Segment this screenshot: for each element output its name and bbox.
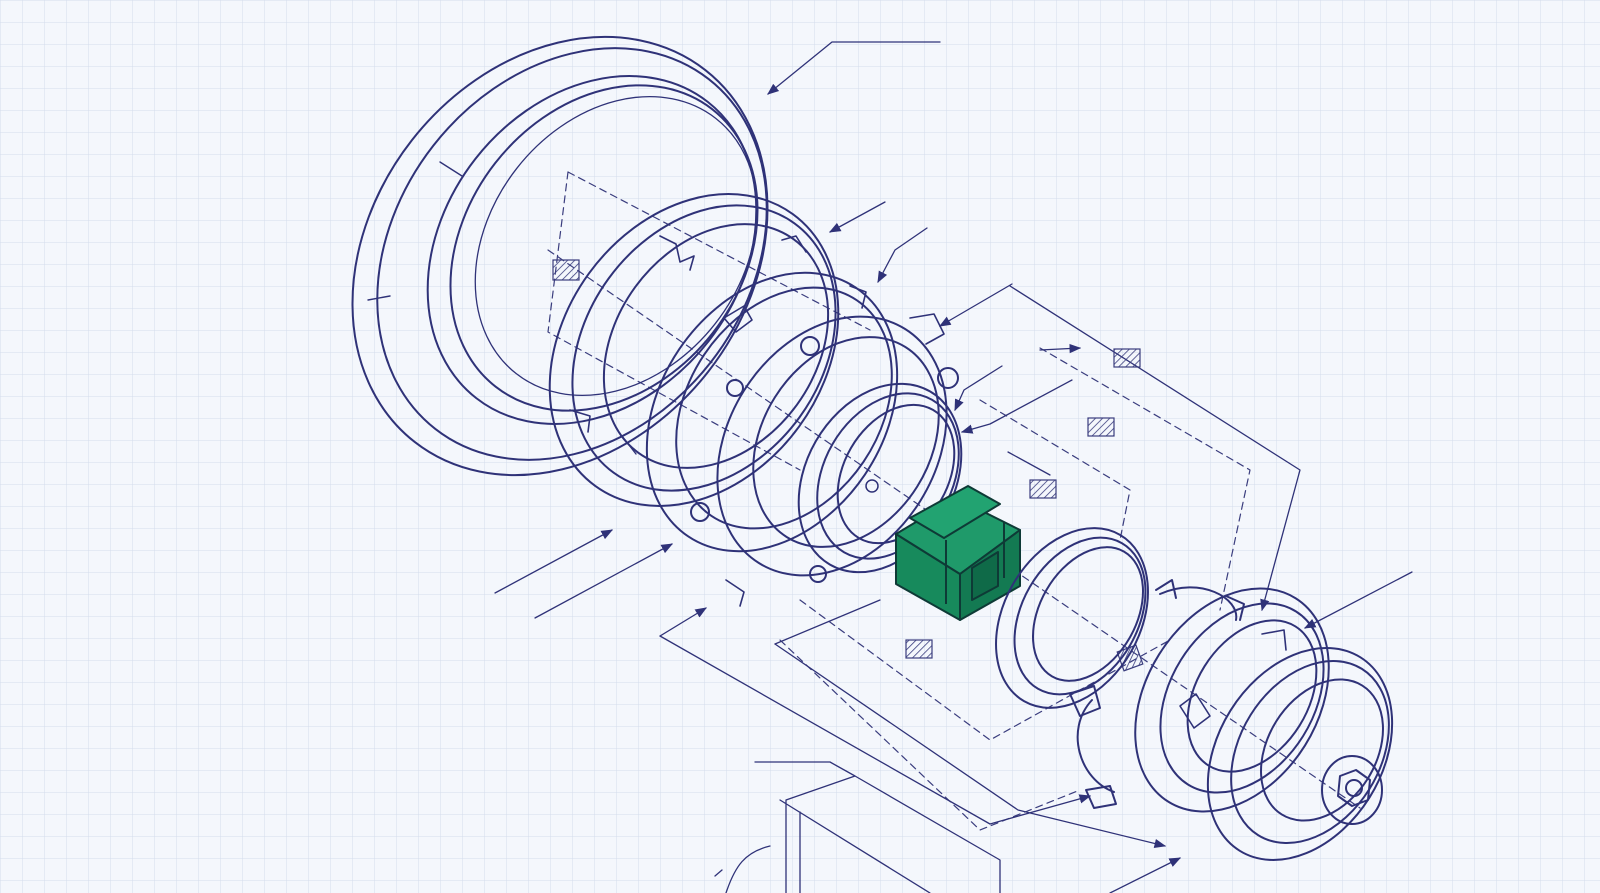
c-clip-end [1085, 785, 1117, 809]
clamp-ring-inner [675, 286, 893, 530]
leader-line [938, 283, 1013, 327]
retaining-ring-mid [571, 204, 837, 492]
bearing-pin [865, 479, 879, 493]
hatched-section-marker [552, 259, 580, 281]
leader-line [774, 599, 881, 645]
leader-line [1109, 857, 1182, 893]
leader-line [954, 365, 1003, 412]
end-cap-with-nut[interactable] [1170, 614, 1430, 893]
gear-ring-outer [1134, 587, 1330, 813]
retaining-ring-inner [602, 223, 830, 469]
flange-inner [752, 336, 940, 548]
c-clip-end [1069, 685, 1101, 717]
flange-bolt[interactable] [809, 565, 827, 583]
nut-bore [1345, 779, 1363, 797]
core-cube-step [945, 522, 1005, 604]
seal-ring-inner [1032, 546, 1144, 682]
flange-bolt[interactable] [690, 502, 710, 522]
hex-nut-icon [1337, 769, 1371, 807]
flange-outer [716, 315, 948, 577]
hatched-section-marker [1087, 417, 1115, 437]
dashed-bracket-lower [799, 599, 1171, 741]
gear-ring-slot [1179, 693, 1211, 729]
hatched-section-marker [905, 639, 933, 659]
flange-bolt[interactable] [937, 367, 959, 389]
split-c-clip[interactable] [1069, 579, 1245, 809]
leader-line [659, 635, 1092, 825]
leader-line [1007, 451, 1051, 476]
outer-bezel-ring[interactable] [267, 0, 854, 558]
retaining-ring-notch [569, 409, 591, 433]
clamp-ring-lug [849, 285, 867, 309]
dashed-bracket-left [547, 171, 871, 471]
clamp-ring-lug [723, 305, 753, 333]
bezel-rim-edge [376, 47, 768, 461]
gear-ring-slot [1261, 629, 1287, 651]
flange-ear [725, 579, 745, 607]
slotted-gear-ring[interactable] [1095, 553, 1368, 848]
clamp-ring[interactable] [595, 225, 948, 599]
leader-line [1039, 343, 1082, 354]
leader-line [877, 227, 928, 284]
dashed-bracket-inner [979, 399, 1131, 541]
hatched-section-marker [1029, 479, 1057, 499]
core-cube-boss [909, 485, 1001, 539]
retaining-ring-outer [548, 193, 840, 507]
notched-retaining-ring[interactable] [490, 138, 898, 563]
flange-bolt[interactable] [800, 336, 820, 356]
c-clip-top-lug [1155, 579, 1245, 621]
seal-ring-mid [1013, 536, 1147, 696]
bezel-inner-edge [426, 75, 758, 425]
flange-ear [909, 313, 945, 345]
base-frame-lines [754, 761, 1001, 893]
leader-line [960, 379, 1073, 434]
leader-line [1303, 571, 1413, 629]
leader-line [659, 607, 707, 637]
flange-bolt[interactable] [726, 379, 744, 397]
gear-ring-mid [1159, 602, 1325, 794]
highlighted-core-cube[interactable] [895, 485, 1021, 621]
hub-boss [1321, 755, 1383, 825]
leader-line [774, 643, 1167, 849]
dashed-bracket-mid [1039, 347, 1251, 611]
bezel-outer-edge [351, 35, 769, 477]
base-bracket-curve [714, 845, 771, 893]
retaining-ring-notch [781, 235, 807, 253]
leader-line [828, 201, 886, 233]
bolted-mount-flange[interactable] [671, 274, 994, 618]
hatched-section-markers [552, 259, 1144, 672]
leader-line [1009, 285, 1301, 612]
hatched-section-marker [1113, 348, 1141, 368]
seal-ring-outer [995, 527, 1149, 709]
thin-seal-ring[interactable] [965, 501, 1179, 735]
core-cube-socket [971, 551, 999, 601]
bezel-inner-lip [449, 84, 759, 412]
end-cap-outer [1206, 647, 1394, 861]
leader-line [767, 41, 941, 95]
bezel-inner-groove [474, 95, 758, 397]
retaining-ring-notch [659, 235, 695, 271]
leader-lines [494, 41, 1413, 893]
leader-line [534, 543, 674, 619]
leader-line [494, 529, 614, 594]
dashed-bracket-bottom [779, 639, 1081, 831]
